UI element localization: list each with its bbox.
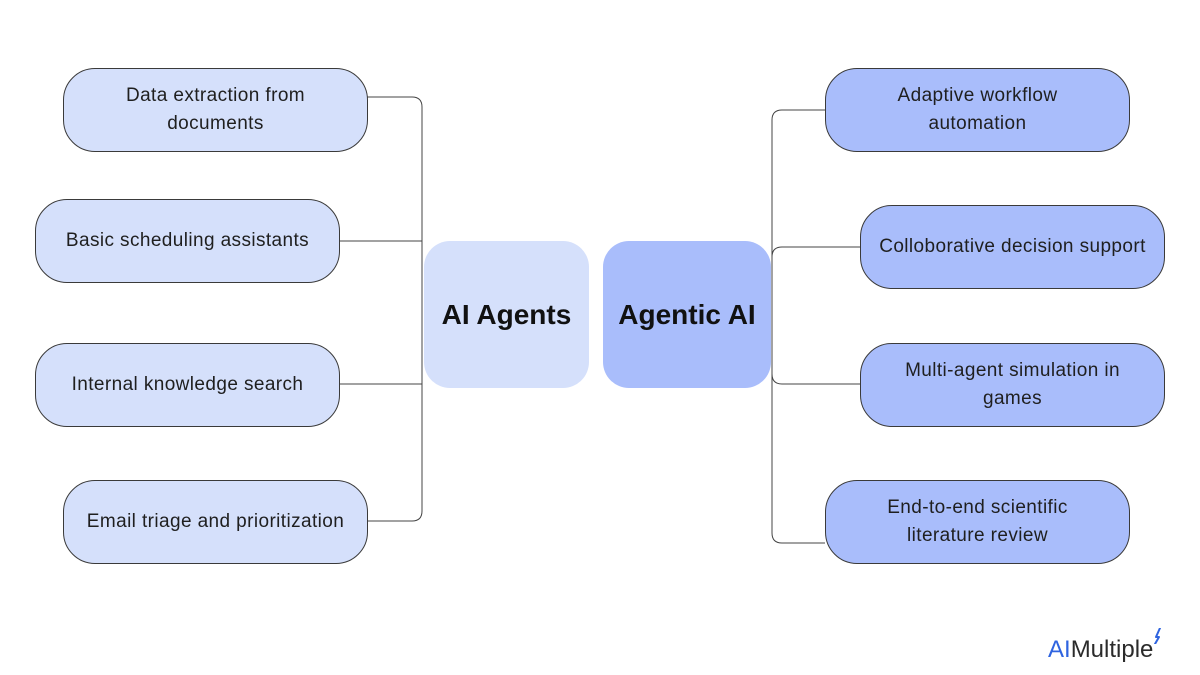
right-item-label: End-to-end scientific literature review	[887, 497, 1068, 546]
hub-ai-agents: AI Agents	[424, 241, 589, 388]
left-item-data-extraction: Data extraction from documents	[63, 68, 368, 152]
left-item-label: Data extraction from documents	[125, 85, 306, 134]
right-item-label: Multi-agent simulation in games	[905, 360, 1120, 409]
left-item-label: Basic scheduling assistants	[65, 230, 310, 251]
connector-right-3	[771, 373, 860, 385]
connector-left-1	[367, 96, 423, 522]
connector-right-1	[771, 109, 825, 544]
hub-label: Agentic AI	[618, 298, 756, 330]
logo-prefix: AI	[1048, 636, 1071, 663]
connector-right-2	[771, 246, 860, 258]
left-item-label: Email triage and prioritization	[86, 511, 345, 532]
hub-agentic-ai: Agentic AI	[603, 241, 771, 388]
logo-suffix: Multiple	[1070, 636, 1154, 663]
aimultiple-logo: AIMultiple	[1048, 628, 1162, 664]
right-item-adaptive-workflow: Adaptive workflow automation	[825, 68, 1130, 152]
right-item-multi-agent-simulation: Multi-agent simulation in games	[860, 343, 1165, 427]
right-item-decision-support: Colloborative decision support	[860, 205, 1165, 289]
left-item-knowledge-search: Internal knowledge search	[35, 343, 340, 427]
spark-icon	[1154, 628, 1162, 644]
hub-label: AI Agents	[441, 298, 572, 330]
left-item-scheduling: Basic scheduling assistants	[35, 199, 340, 283]
left-item-email-triage: Email triage and prioritization	[63, 480, 368, 564]
right-item-label: Adaptive workflow automation	[897, 85, 1058, 134]
left-item-label: Internal knowledge search	[71, 374, 304, 395]
right-item-literature-review: End-to-end scientific literature review	[825, 480, 1130, 564]
right-item-label: Colloborative decision support	[879, 236, 1146, 257]
